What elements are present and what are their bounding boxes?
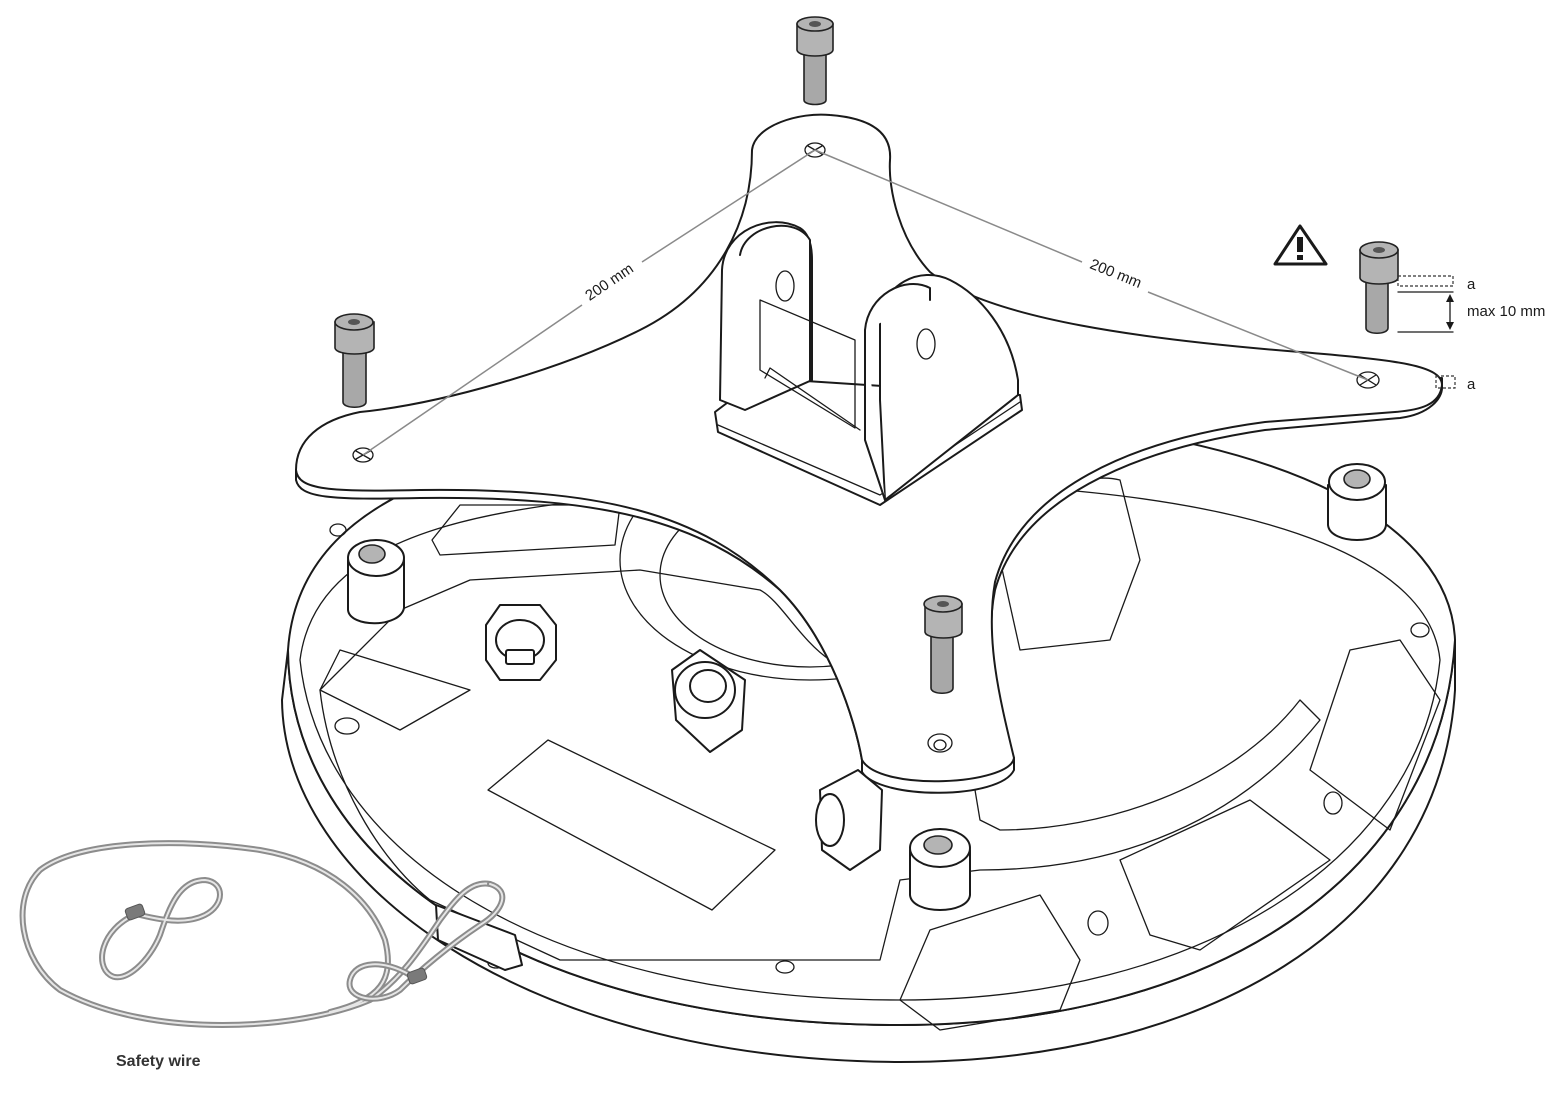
dimension-lines	[362, 149, 1369, 456]
mount-bracket	[714, 221, 1023, 506]
wire-crimp-left	[124, 903, 146, 921]
plate-hole-left	[352, 447, 374, 463]
side-connector	[815, 769, 883, 871]
dimension-label-left: 200 mm	[582, 260, 636, 304]
warning-triangle-icon	[1273, 224, 1328, 266]
boss-right	[1327, 463, 1387, 541]
screw-bottom	[923, 595, 963, 695]
screw-length-label: max 10 mm	[1467, 303, 1545, 320]
network-connector	[485, 604, 557, 681]
bracket-pivot-left	[775, 270, 795, 302]
safety-wire	[19, 840, 506, 1028]
boss-left	[347, 539, 405, 625]
wire-anchor	[435, 904, 523, 971]
thickness-label-bottom: a	[1467, 376, 1476, 393]
safety-wire-label: Safety wire	[116, 1053, 201, 1070]
screw-right	[1359, 241, 1399, 335]
bracket-pivot-right	[916, 328, 936, 360]
cable-gland	[671, 649, 746, 753]
wire-crimp-right	[406, 967, 428, 985]
plate-hole-top	[804, 142, 826, 158]
thickness-label-top: a	[1467, 276, 1476, 293]
boss-bottom	[909, 828, 971, 911]
dimension-label-right: 200 mm	[1087, 256, 1144, 292]
plate-hole-bottom	[927, 733, 953, 753]
screw-top	[796, 16, 834, 106]
plate-hole-right	[1356, 371, 1380, 389]
screw-left	[334, 313, 375, 409]
screw-length-callout	[1397, 275, 1456, 389]
